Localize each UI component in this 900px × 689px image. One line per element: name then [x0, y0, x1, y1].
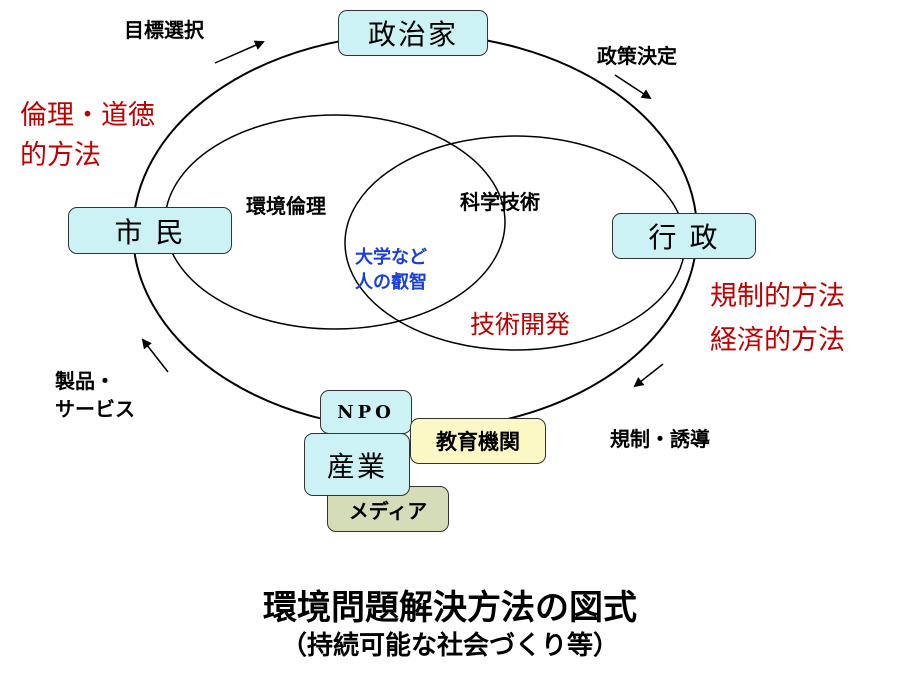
node-citizen: 市 民: [68, 207, 232, 254]
label-wisdom-line1: 大学など: [355, 247, 427, 268]
node-politician: 政治家: [338, 10, 488, 56]
label-economic-method: 経済的方法: [710, 325, 845, 356]
label-regulation-induction: 規制・誘導: [610, 427, 710, 451]
label-policy-decision: 政策決定: [597, 44, 677, 68]
diagram-subtitle: （持続可能な社会づくり等）: [280, 631, 619, 661]
label-wisdom-line2: 人の叡智: [355, 272, 427, 293]
node-npo: NPO: [320, 390, 412, 434]
label-products-line2: サービス: [55, 397, 135, 421]
node-administration: 行 政: [612, 213, 756, 259]
label-science-technology: 科学技術: [460, 190, 540, 214]
label-products-line1: 製品・: [55, 369, 115, 393]
arrow-policy-decision: [614, 74, 652, 100]
diagram-title: 環境問題解決方法の図式: [263, 588, 637, 628]
label-tech-development: 技術開発: [470, 310, 571, 339]
label-regulatory-method: 規制的方法: [710, 281, 845, 312]
node-industry: 産業: [304, 433, 410, 496]
label-goal-selection: 目標選択: [124, 18, 204, 42]
arrow-products: [141, 338, 169, 373]
arrow-goal-selection: [214, 40, 265, 64]
node-education: 教育機関: [410, 418, 546, 464]
label-ethics-method-line1: 倫理・道徳: [20, 100, 155, 131]
label-ethics-method-line2: 的方法: [20, 140, 101, 171]
label-environmental-ethics: 環境倫理: [246, 194, 326, 218]
arrow-regulation: [633, 363, 664, 388]
